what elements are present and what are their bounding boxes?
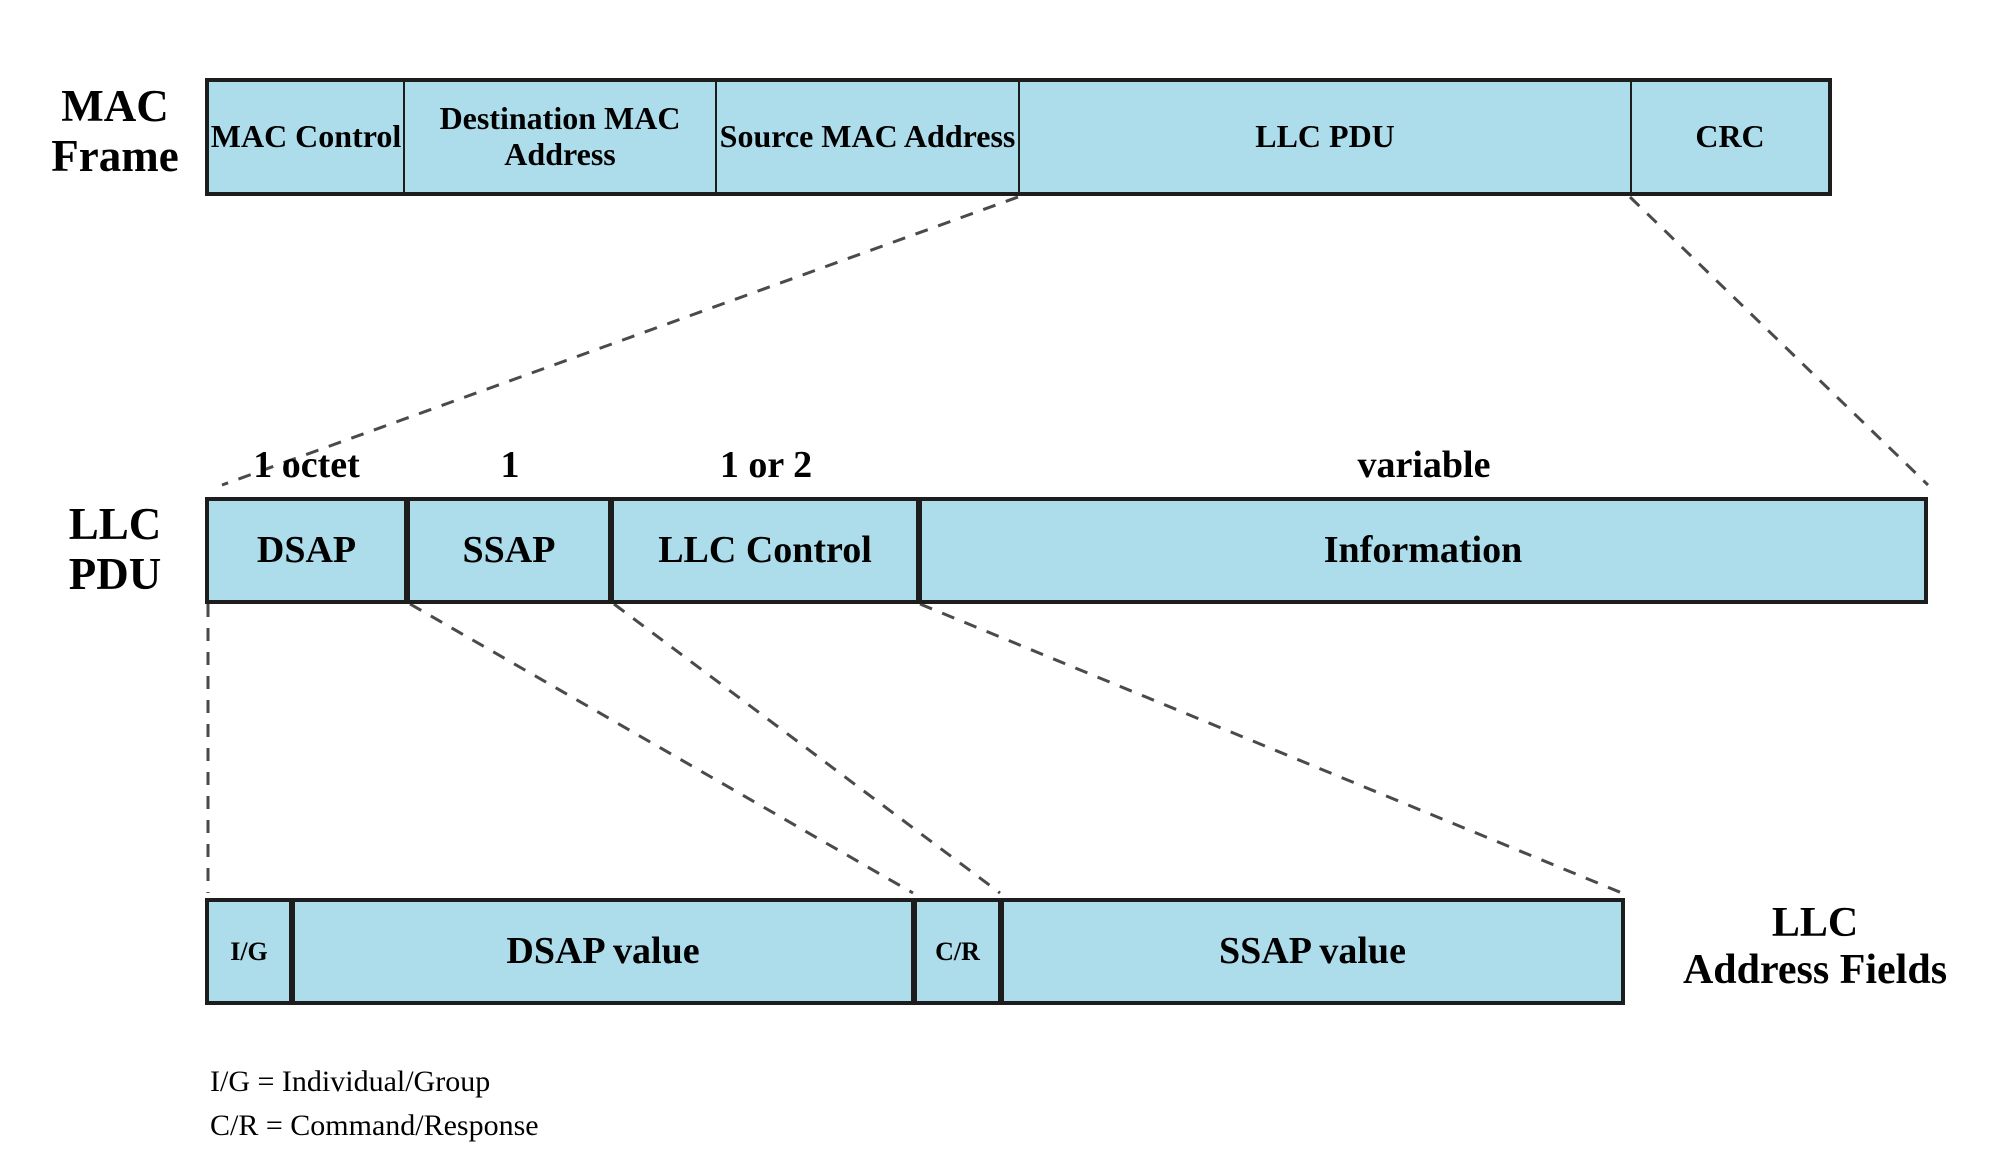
- leader-llcpdu-right: [1628, 195, 1930, 487]
- leader-ssap-left: [613, 602, 1001, 895]
- mac-frame-row-label: MAC Frame: [51, 81, 179, 181]
- leader-dsap-right: [409, 602, 914, 895]
- legend-abbreviations: I/G = Individual/Group C/R = Command/Res…: [210, 1065, 539, 1142]
- llc-pdu-size-label-dsap: 1 octet: [253, 444, 360, 486]
- llc-pdu-size-label-information: variable: [1357, 444, 1491, 486]
- llc-pdu-field-llc-control: LLC Control: [612, 497, 920, 604]
- mac-frame-field-mac-control: MAC Control: [205, 78, 407, 196]
- llc-pdu-size-label-ssap: 1: [500, 444, 520, 486]
- llc-address-field-ssap-value: SSAP value: [1002, 898, 1625, 1005]
- llc-pdu-field-dsap: DSAP: [205, 497, 408, 604]
- leader-llcpdu-left: [221, 195, 1019, 487]
- mac-frame-field-llc-pdu: LLC PDU: [1018, 78, 1634, 196]
- mac-frame-field-source-mac-address: Source MAC Address: [715, 78, 1022, 196]
- llc-pdu-field-ssap: SSAP: [408, 497, 612, 604]
- llc-pdu-field-information: Information: [920, 497, 1928, 604]
- llc-address-field-ig-bit: I/G: [205, 898, 293, 1005]
- mac-frame-field-crc: CRC: [1630, 78, 1832, 196]
- llc-address-fields-caption: LLC Address Fields: [1682, 900, 1948, 994]
- llc-pdu-size-label-llc-control: 1 or 2: [719, 444, 813, 486]
- llc-pdu-row-label: LLC PDU: [68, 499, 162, 599]
- leader-ssap-right: [919, 602, 1623, 895]
- llc-address-field-dsap-value: DSAP value: [293, 898, 915, 1005]
- mac-frame-field-destination-mac-address: Destination MAC Address: [403, 78, 719, 196]
- llc-address-field-cr-bit: C/R: [915, 898, 1002, 1005]
